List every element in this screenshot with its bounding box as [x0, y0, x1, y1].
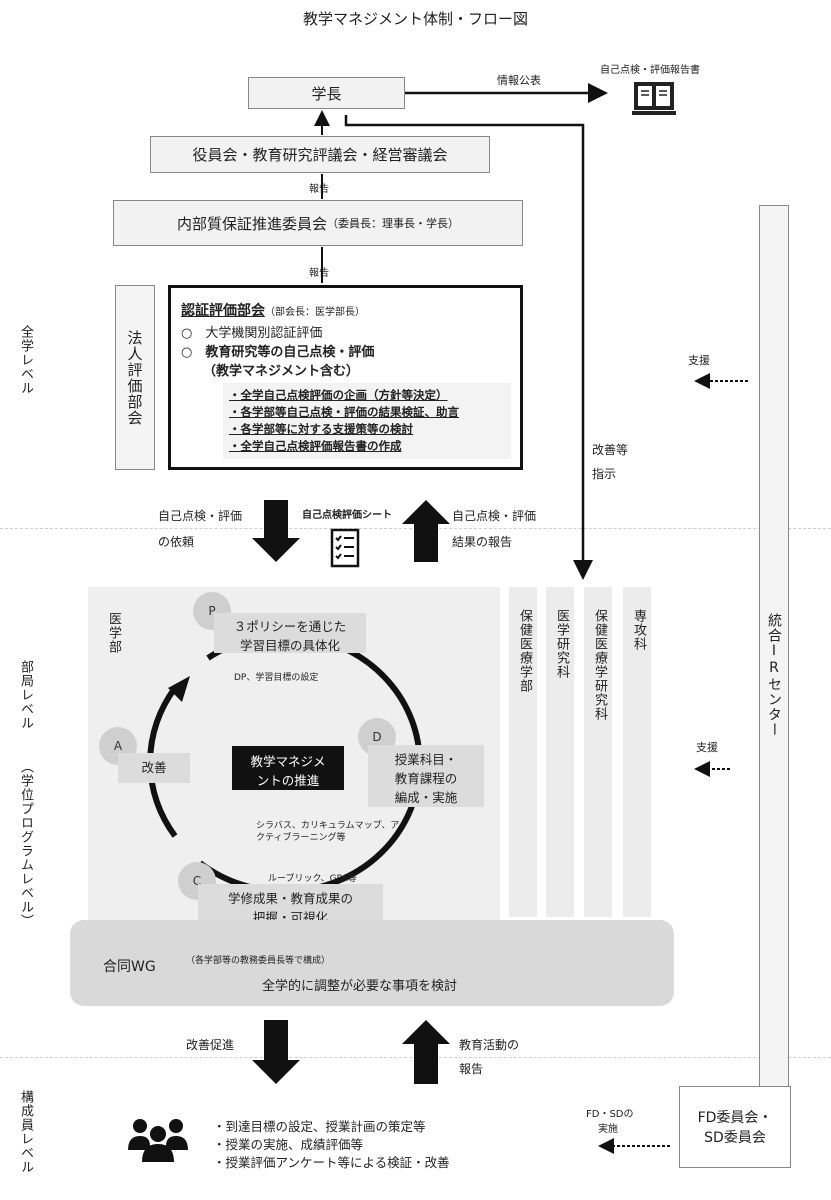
- book-icon: [632, 82, 676, 115]
- checklist-icon: [330, 528, 360, 568]
- cert-item-2b: （教学マネジメント含む）: [203, 364, 360, 379]
- pdca-a-text: 改善: [141, 760, 167, 775]
- result-label-1: 自己点検・評価: [452, 509, 537, 523]
- pdca-p-text: 学習目標の具体化: [239, 638, 340, 653]
- page-title: 教学マネジメント体制・フロー図: [302, 10, 528, 28]
- fd-committee-label: SD委員会: [704, 1130, 766, 1146]
- internal-committee-box: 内部質保証推進委員会 （委員長：理事長・学長）: [113, 200, 523, 246]
- report-doc-label: 自己点検・評価報告書: [600, 65, 700, 76]
- column-medical-graduate: 医学研究科: [546, 587, 574, 917]
- column-health-medicine: 保健医療学部: [509, 587, 537, 917]
- pdca-d-text: 編成・実施: [394, 790, 458, 805]
- internal-committee-note: （委員長：理事長・学長）: [327, 217, 459, 230]
- activity-report-1: 教育活動の: [459, 1038, 520, 1052]
- joint-wg-note: （各学部等の教務委員長等で構成）: [186, 956, 331, 966]
- fd-note-1: FD・SDの: [586, 1109, 634, 1120]
- people-icon: [128, 1119, 188, 1162]
- cert-committee-box: 認証評価部会（部会長：医学部長） ○ 大学機関別認証評価 ○ 教育研究等の自己点…: [168, 285, 523, 470]
- pdca-c-text: 学修成果・教育成果の: [227, 891, 353, 906]
- pdca-d-box: 授業科目・ 教育課程の 編成・実施: [368, 745, 484, 807]
- cert-task: ・全学自己点検評価の企画（方針等決定）: [229, 388, 448, 402]
- improve-instruct-1: 改善等: [592, 443, 629, 457]
- pdca-center-text: 教学マネジメ: [250, 754, 326, 769]
- level-member: 構成員レベル: [18, 1090, 33, 1174]
- level-department-sub: （学位プログラムレベル）: [18, 760, 33, 928]
- fd-note-2: 実施: [598, 1124, 618, 1135]
- column-specialty: 専攻科: [623, 587, 651, 917]
- member-item: ・授業の実施、成績評価等: [213, 1137, 364, 1152]
- cert-title: 認証評価部会: [181, 303, 265, 319]
- result-label-2: 結果の報告: [452, 535, 513, 549]
- cert-item-1: ○ 大学機関別認証評価: [181, 326, 323, 341]
- pdca-d-text: 授業科目・: [394, 752, 458, 767]
- request-label-2: の依頼: [158, 535, 195, 549]
- request-label-1: 自己点検・評価: [158, 509, 243, 523]
- cert-task: ・全学自己点検評価報告書の作成: [229, 439, 402, 453]
- corp-eval-label: 法人評価部会: [125, 329, 144, 426]
- medicine-label: 医学部: [106, 612, 121, 654]
- activity-report-2: 報告: [459, 1062, 484, 1076]
- pdca-p-box: ３ポリシーを通じた 学習目標の具体化: [214, 613, 366, 653]
- report-label-2: 報告: [309, 268, 329, 279]
- improve-instruct-2: 指示: [592, 467, 617, 481]
- pdca-p-note: DP、学習目標の設定: [234, 673, 319, 683]
- report-label-1: 報告: [309, 184, 329, 195]
- president-box: 学長: [248, 77, 405, 109]
- pdca-c-note: ルーブリック、GPA等: [268, 874, 357, 884]
- corp-eval-box: 法人評価部会: [115, 285, 155, 470]
- info-public-label: 情報公表: [497, 74, 541, 87]
- member-item: ・授業評価アンケート等による検証・改善: [213, 1155, 450, 1170]
- improve-promote-label: 改善促進: [186, 1038, 235, 1052]
- joint-wg-title: 合同WG: [103, 959, 156, 975]
- joint-wg-box: [70, 920, 674, 1006]
- fd-committee-label: FD委員会・: [697, 1110, 773, 1126]
- level-department: 部局レベル: [18, 660, 33, 730]
- pdca-a-box: 改善: [118, 753, 190, 783]
- pdca-d-note: シラバス、カリキュラムマップ、ア: [256, 821, 400, 831]
- pdca-d-note: クティブラーニング等: [256, 833, 346, 843]
- cert-task: ・各学部等自己点検・評価の結果検証、助言: [229, 405, 459, 419]
- support-label-1: 支援: [688, 354, 710, 367]
- sheet-label: 自己点検評価シート: [302, 510, 392, 521]
- internal-committee-label: 内部質保証推進委員会: [176, 214, 327, 233]
- joint-wg-text: 全学的に調整が必要な事項を検討: [262, 979, 458, 994]
- ir-center-label: 統合IRセンター: [766, 613, 782, 737]
- cert-item-2: ○ 教育研究等の自己点検・評価: [181, 345, 375, 360]
- level-university: 全学レベル: [18, 325, 33, 395]
- pdca-p-text: ３ポリシーを通じた: [233, 619, 347, 634]
- pdca-center-text: ントの推進: [256, 773, 320, 788]
- pdca-center-box: 教学マネジメ ントの推進: [232, 746, 344, 790]
- board-label: 役員会・教育研究評議会・経営審議会: [192, 146, 448, 164]
- ir-center-box: 統合IRセンター: [759, 205, 789, 1145]
- cert-note: （部会長：医学部長）: [265, 307, 365, 318]
- support-label-2: 支援: [696, 741, 718, 754]
- cert-tasks: ・全学自己点検評価の企画（方針等決定） ・各学部等自己点検・評価の結果検証、助言…: [223, 383, 511, 459]
- president-label: 学長: [311, 84, 342, 103]
- cert-task: ・各学部等に対する支援策等の検討: [229, 422, 413, 436]
- member-item: ・到達目標の設定、授業計画の策定等: [213, 1119, 426, 1134]
- column-health-graduate: 保健医療学研究科: [584, 587, 612, 917]
- board-box: 役員会・教育研究評議会・経営審議会: [150, 136, 490, 173]
- fd-committee-box: FD委員会・ SD委員会: [679, 1086, 791, 1168]
- pdca-d-text: 教育課程の: [394, 771, 458, 786]
